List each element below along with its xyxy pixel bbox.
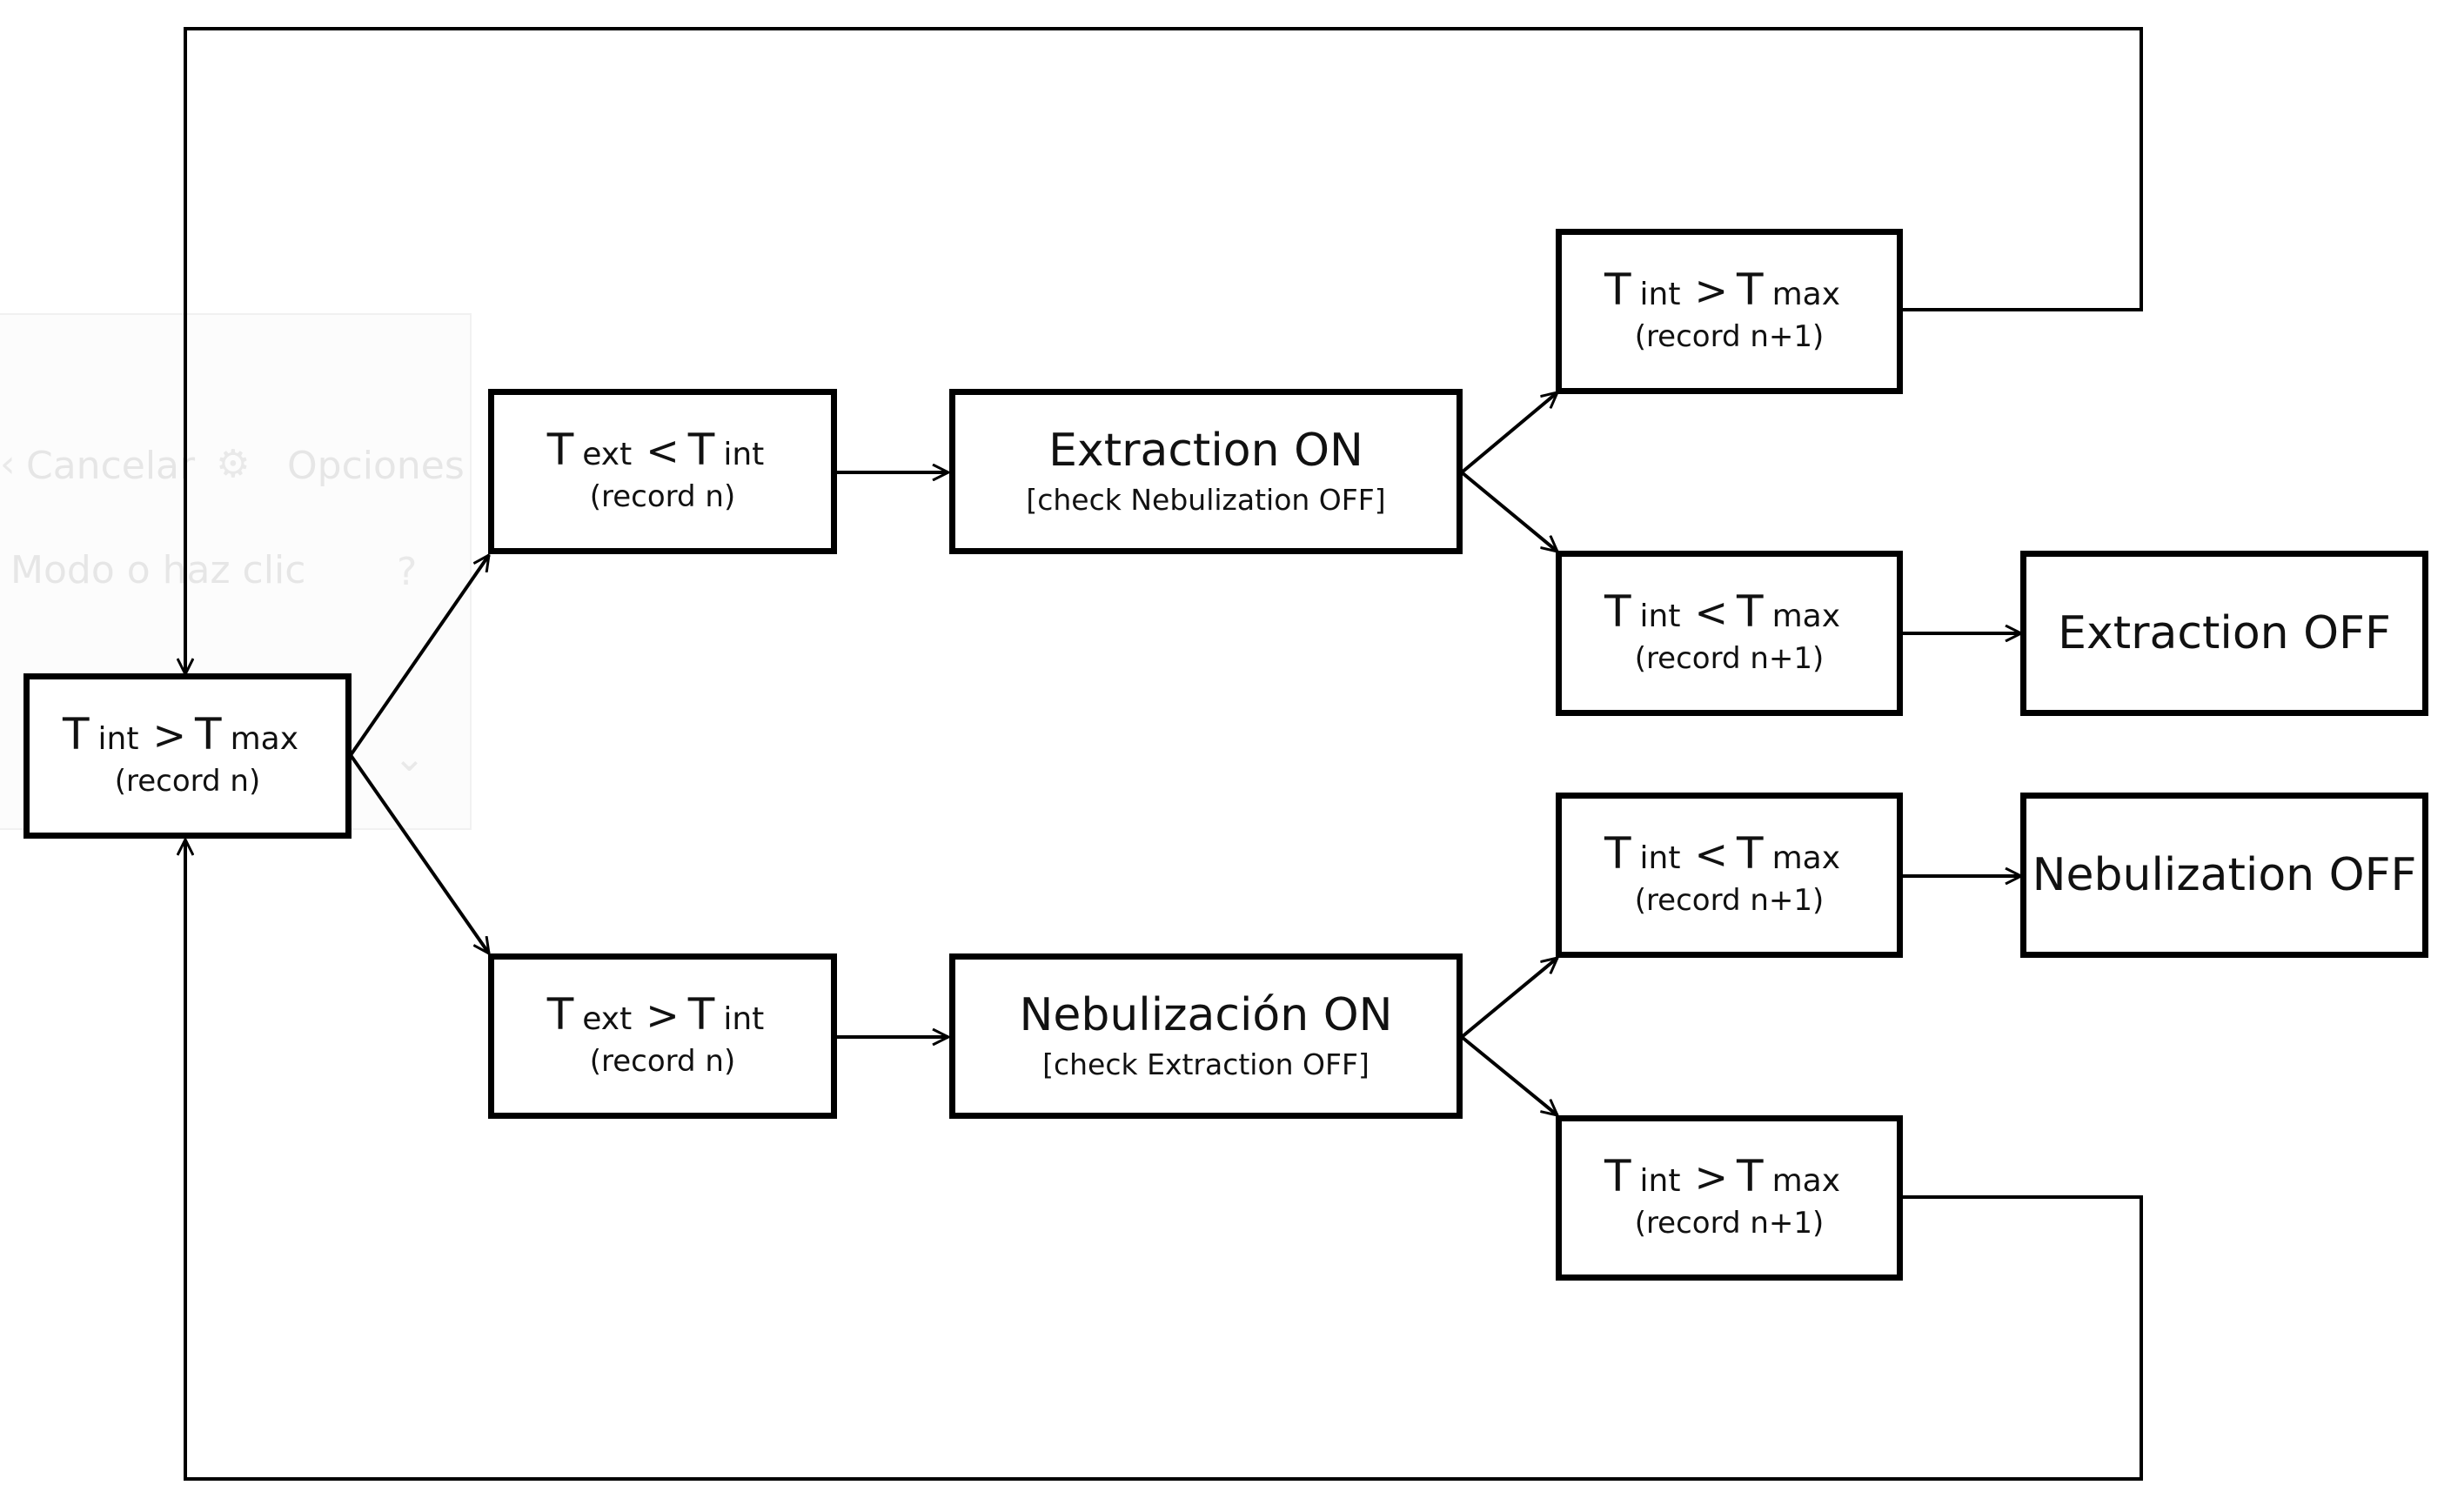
record-label: (record n) <box>589 1044 736 1080</box>
arrow-nebulizacion-on-to-check-lt <box>1460 958 1557 1039</box>
node-subtitle: [check Nebulization OFF] <box>1026 482 1386 517</box>
node-title: Nebulización ON <box>1019 988 1393 1041</box>
ghost-options-button: Opciones <box>287 444 465 488</box>
record-label: (record n) <box>114 764 261 799</box>
arrow-nebulizacion-on-to-check-gt <box>1460 1035 1557 1115</box>
arrow-extraction-on-to-check-gt <box>1460 392 1557 474</box>
node-nebulizacion-on: Nebulización ON [check Extraction OFF] <box>949 953 1463 1119</box>
loop-bottom-connector <box>185 840 2143 1481</box>
arrow-extraction-on-to-check-lt <box>1460 471 1557 552</box>
node-title: Extraction OFF <box>2058 607 2391 659</box>
node-extraction-off: Extraction OFF <box>2020 551 2428 716</box>
record-label: (record n+1) <box>1634 641 1825 677</box>
node-extraction-on: Extraction ON [check Nebulization OFF] <box>949 389 1463 554</box>
record-label: (record n) <box>589 479 736 515</box>
arrow-start-to-text-lt <box>349 555 489 757</box>
node-title: Nebulization OFF <box>2032 849 2417 901</box>
node-nebulization-off: Nebulization OFF <box>2020 793 2428 958</box>
record-label: (record n+1) <box>1634 883 1825 919</box>
gear-icon: ⚙ <box>216 442 251 486</box>
node-title: Extraction ON <box>1048 424 1363 477</box>
ghost-cancel-button: Cancelar <box>26 444 196 488</box>
loop-top-connector <box>185 27 2143 674</box>
question-icon: ? <box>397 550 418 594</box>
back-icon: ‹ <box>0 442 16 486</box>
node-subtitle: [check Extraction OFF] <box>1042 1047 1369 1081</box>
record-label: (record n+1) <box>1634 1206 1825 1241</box>
arrow-start-to-text-gt <box>349 753 489 953</box>
ghost-hint-text: Modo o haz clic <box>10 548 306 592</box>
record-label: (record n+1) <box>1634 319 1825 355</box>
chevron-down-icon: ⌄ <box>393 736 425 780</box>
